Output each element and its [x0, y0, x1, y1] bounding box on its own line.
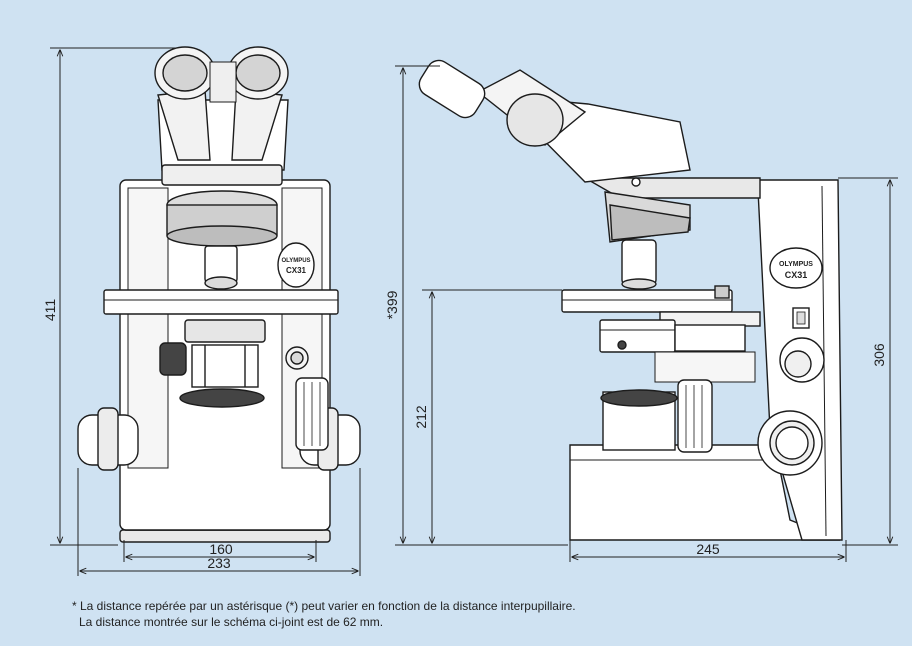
side-depth-dimension [569, 540, 847, 562]
side-stage-height-dimension [422, 289, 562, 543]
front-logo-model: CX31 [286, 266, 307, 275]
side-total-height-label: *399 [384, 290, 400, 319]
side-arm-height-dimension [838, 177, 898, 546]
side-logo-brand: OLYMPUS [779, 261, 813, 268]
front-base-width-label: 160 [209, 541, 233, 557]
footnote-line-2: La distance montrée sur le schéma ci-joi… [79, 615, 384, 629]
front-total-width-label: 233 [207, 555, 231, 571]
side-logo-model: CX31 [785, 270, 808, 280]
side-arm-height-label: 306 [871, 343, 887, 367]
side-view-microscope [418, 59, 843, 541]
front-height-label: 411 [42, 299, 58, 322]
front-view-microscope [77, 46, 361, 543]
footnote: * La distance repérée par un astérisque … [72, 598, 576, 630]
side-stage-height-label: 212 [413, 405, 429, 429]
side-depth-label: 245 [696, 541, 720, 557]
front-logo-brand: OLYMPUS [281, 258, 310, 264]
footnote-line-1: * La distance repérée par un astérisque … [72, 599, 576, 613]
side-total-height-dimension [395, 65, 568, 546]
front-height-dimension [50, 47, 178, 546]
front-width-dimensions [77, 468, 361, 576]
